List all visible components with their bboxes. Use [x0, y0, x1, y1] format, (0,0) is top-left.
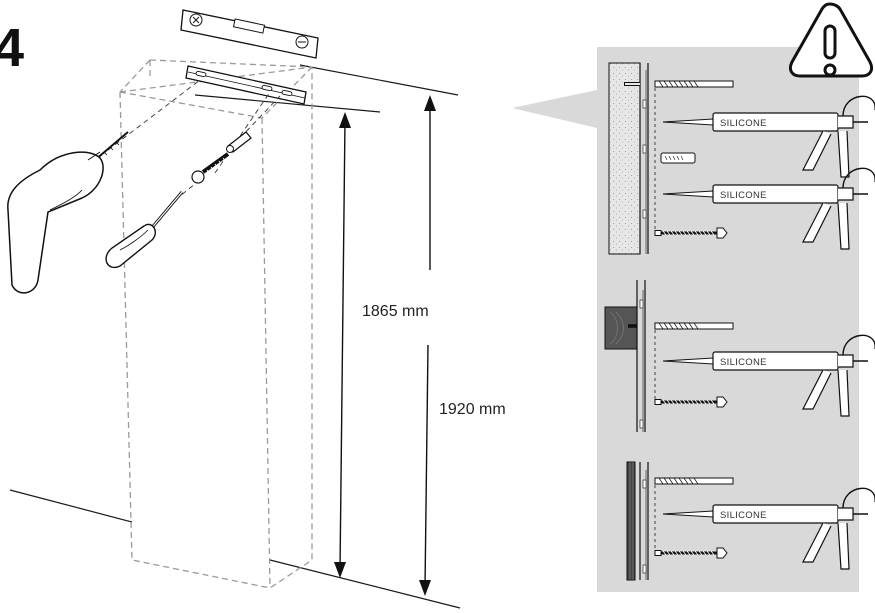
- dimension-outer: [419, 95, 436, 596]
- callout-pointer: [512, 90, 597, 128]
- silicone-label-3: SILICONE: [720, 357, 767, 368]
- cabinet-outline: [119, 59, 313, 589]
- mounting-screw: [191, 152, 230, 184]
- panel-plasterboard: [626, 461, 875, 581]
- dimension-inner: [334, 112, 351, 578]
- wall-bracket-rail: [185, 65, 307, 105]
- power-drill: [7, 131, 129, 294]
- wall-type-detail-panel: [597, 47, 859, 592]
- silicone-label-1: SILICONE: [720, 118, 767, 129]
- outer-height-label: 1920 mm: [439, 401, 506, 418]
- ceiling-line: [299, 64, 459, 96]
- inner-height-label: 1865 mm: [362, 303, 429, 320]
- panel-wood: [604, 280, 875, 432]
- wall-plug: [226, 131, 252, 153]
- warning-triangle-icon: [788, 2, 874, 78]
- screwdriver: [105, 191, 184, 269]
- silicone-label-2: SILICONE: [720, 190, 767, 201]
- floor-line-right: [269, 559, 461, 609]
- panel-concrete: [608, 62, 875, 255]
- spirit-level: [180, 9, 319, 59]
- assembly-guides: [107, 79, 281, 201]
- step-number: 4: [0, 18, 24, 78]
- ceiling-line-inner: [194, 94, 381, 113]
- floor-line-left: [9, 489, 133, 523]
- silicone-label-4: SILICONE: [720, 510, 767, 521]
